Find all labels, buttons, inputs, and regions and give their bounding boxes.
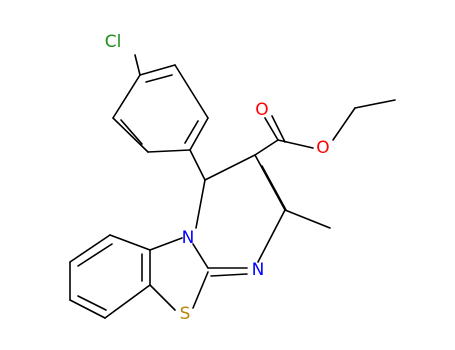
atom-nitrogen-ring: N [182,228,195,248]
bond-methyl [284,209,331,229]
benzo-ring [69,234,151,319]
atom-oxygen-ester: O [316,138,329,158]
bond-phenyl-c4 [189,149,206,181]
chlorophenyl-ring [112,54,209,153]
pyrimidine-ring [192,154,287,277]
atom-nitrogen-imine: N [252,260,265,280]
atom-sulfur: S [180,304,191,324]
thiazole-ring [149,237,209,311]
ester-group [254,99,396,156]
atom-oxygen-carbonyl: O [255,100,268,120]
atom-chlorine: Cl [105,32,122,52]
